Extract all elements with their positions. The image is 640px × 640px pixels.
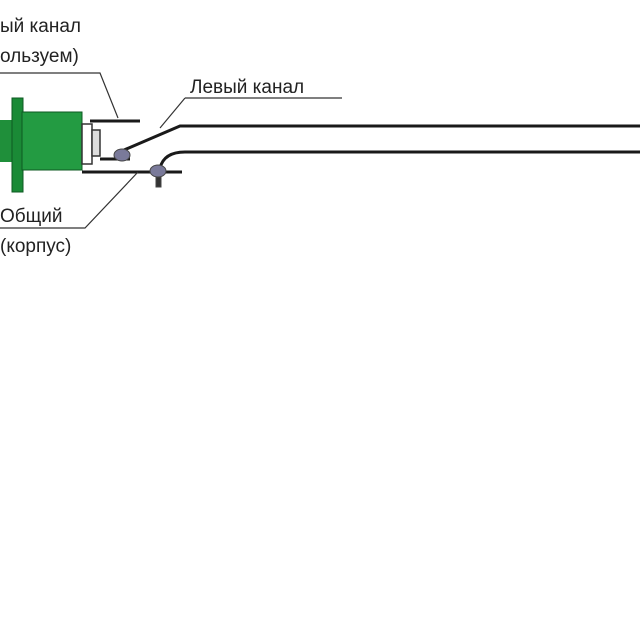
left-channel-label: Левый канал: [190, 77, 304, 98]
right-channel-label-line2: ользуем): [0, 46, 79, 67]
right-channel-label-line1: ый канал: [0, 16, 81, 37]
common-label-line2: (корпус): [0, 236, 71, 257]
left-channel-wire: [123, 124, 640, 152]
common-wire: [158, 150, 640, 169]
leader-lines: [0, 72, 342, 229]
wires: [82, 119, 640, 174]
connector-jack: [0, 97, 101, 193]
solder-points: [113, 148, 167, 188]
common-label-line1: Общий: [0, 206, 63, 227]
